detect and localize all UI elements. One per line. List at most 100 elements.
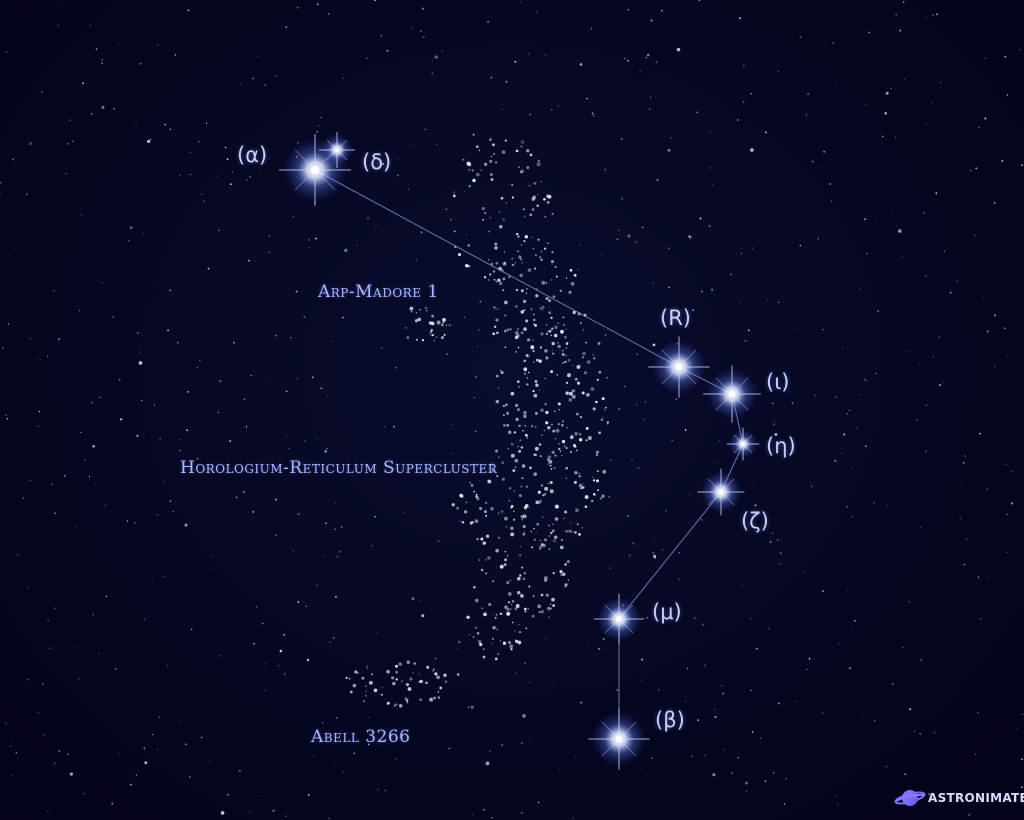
background-star [384, 426, 386, 428]
background-star [285, 390, 288, 392]
background-star [700, 518, 703, 521]
background-star [72, 140, 74, 142]
background-star [952, 80, 954, 82]
background-star [662, 549, 664, 551]
cluster-galaxy [515, 639, 519, 644]
cluster-galaxy [551, 597, 555, 602]
cluster-galaxy [495, 548, 499, 553]
cluster-galaxy [545, 410, 549, 415]
background-star [470, 705, 474, 709]
background-star [651, 757, 653, 759]
background-star [348, 677, 351, 680]
cluster-galaxy [590, 386, 595, 391]
background-star [764, 780, 767, 783]
background-star [495, 613, 498, 616]
background-star [608, 495, 610, 498]
cluster-galaxy [581, 486, 585, 489]
background-star [98, 652, 100, 655]
cluster-galaxy [573, 273, 577, 277]
cluster-galaxy [499, 564, 504, 569]
cluster-galaxy [406, 660, 411, 665]
background-star [537, 801, 540, 804]
background-star [712, 773, 716, 777]
background-star [820, 165, 822, 167]
cluster-galaxy [535, 294, 539, 298]
cluster-galaxy [534, 253, 538, 257]
background-star [5, 414, 7, 416]
background-star [180, 438, 182, 441]
background-star [627, 234, 631, 238]
background-star [962, 461, 965, 464]
cluster-galaxy [542, 543, 546, 548]
cluster-galaxy [557, 322, 560, 325]
cluster-galaxy [497, 652, 500, 656]
cluster-galaxy [564, 335, 567, 339]
cluster-galaxy [437, 691, 440, 693]
cluster-galaxy [535, 412, 538, 415]
background-star [491, 642, 493, 645]
background-star [936, 13, 938, 16]
background-star [78, 309, 81, 312]
background-star [312, 376, 314, 379]
cluster-galaxy [554, 325, 558, 330]
cluster-galaxy [457, 253, 462, 257]
background-star [184, 523, 188, 527]
background-star [849, 667, 851, 670]
background-star [231, 171, 234, 173]
background-star [269, 252, 271, 253]
background-star [553, 682, 555, 684]
background-star [864, 218, 867, 221]
cluster-galaxy [581, 356, 585, 359]
background-star [47, 619, 49, 622]
background-star [528, 184, 531, 187]
cluster-galaxy [550, 370, 554, 374]
star-label-zeta: (ζ) [741, 509, 769, 533]
background-star [925, 404, 927, 406]
background-star [920, 659, 923, 661]
cluster-galaxy [539, 256, 542, 259]
background-star [477, 328, 480, 331]
background-star [628, 554, 631, 557]
background-star [105, 595, 108, 598]
background-star [667, 148, 671, 152]
background-star [531, 236, 533, 239]
background-star [138, 361, 143, 365]
cluster-galaxy [561, 352, 565, 357]
cluster-galaxy [524, 235, 529, 239]
cluster-galaxy [506, 611, 511, 616]
cluster-galaxy [492, 626, 496, 630]
background-star [467, 706, 470, 709]
background-star [767, 299, 769, 301]
cluster-galaxy [497, 512, 500, 514]
cluster-galaxy [562, 361, 565, 364]
background-star [1011, 471, 1014, 473]
background-star [876, 218, 878, 220]
background-star [671, 439, 673, 442]
background-star [846, 505, 849, 508]
cluster-galaxy [580, 487, 583, 490]
cluster-galaxy [546, 324, 548, 326]
cluster-galaxy [547, 482, 549, 485]
background-star [235, 496, 238, 499]
background-star [838, 642, 840, 645]
background-star [226, 158, 229, 161]
cluster-galaxy [509, 487, 512, 490]
background-star [275, 75, 277, 78]
background-star [885, 91, 889, 95]
background-star [903, 79, 905, 81]
background-star [743, 64, 745, 67]
cluster-galaxy [513, 518, 516, 521]
background-star [142, 232, 144, 234]
cluster-galaxy [557, 341, 559, 344]
cluster-galaxy [534, 267, 537, 270]
cluster-galaxy [495, 449, 498, 453]
cluster-galaxy [541, 280, 546, 285]
cluster-galaxy [518, 623, 520, 626]
background-star [721, 692, 725, 695]
background-star [678, 552, 680, 554]
background-star [624, 57, 626, 60]
cluster-galaxy [428, 321, 432, 325]
background-star [278, 665, 280, 667]
background-star [610, 459, 612, 461]
object-label-arp-madore: Arp-Madore 1 [318, 282, 439, 302]
